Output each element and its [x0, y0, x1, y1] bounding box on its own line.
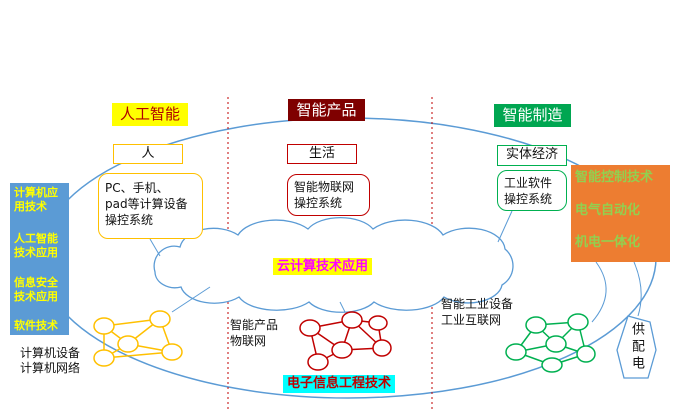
- power-supply-label: 供配电: [629, 322, 644, 373]
- network-product-node: [299, 319, 321, 337]
- network-label-product: 物联网: [230, 334, 267, 348]
- network-label-ai: 计算机设备: [20, 346, 81, 360]
- network-ai-edge: [103, 351, 173, 359]
- network-manufacturing-node: [541, 357, 563, 373]
- network-product-node: [368, 315, 388, 331]
- network-label-manufacturing: 工业互联网: [441, 313, 502, 327]
- system-ai-line: 操控系统: [105, 213, 154, 227]
- network-product-node: [341, 311, 363, 329]
- connector-system-manufacturing-cloud: [497, 210, 513, 243]
- right-major-item: 智能控制技术: [575, 170, 654, 185]
- network-product-node: [372, 339, 392, 357]
- network-manufacturing-node: [567, 313, 589, 331]
- network-product: [299, 311, 392, 371]
- left-major-item: 计算机应用技术: [14, 186, 58, 213]
- cloud-label: 云计算技术应用: [273, 258, 373, 275]
- power-supply-shape: [616, 315, 657, 379]
- connector-ai-network-cloud: [171, 286, 211, 313]
- network-ai-node: [161, 343, 183, 361]
- connector-orange-power: [633, 261, 642, 317]
- connector-product-network-cloud: [339, 301, 346, 313]
- left-major-item: 人工智能技术应用: [14, 232, 58, 259]
- left-major-item: 信息安全技术应用: [14, 276, 58, 303]
- left-major-item: 软件技术: [14, 319, 58, 332]
- header-manufacturing: 智能制造: [494, 104, 571, 127]
- network-product-node: [307, 353, 329, 371]
- network-label-manufacturing: 智能工业设备: [441, 297, 514, 311]
- network-ai-node: [93, 317, 115, 335]
- network-ai-node: [149, 310, 171, 328]
- network-manufacturing-node: [525, 316, 547, 334]
- system-ai-line: pad等计算设备: [105, 197, 188, 211]
- left-majors-panel: 计算机应用技术 人工智能技术应用 信息安全技术应用 软件技术: [10, 183, 69, 335]
- network-manufacturing-node: [576, 345, 596, 363]
- system-ai: PC、手机、 pad等计算设备 操控系统: [98, 173, 203, 239]
- header-product: 智能产品: [288, 99, 365, 121]
- scene-ai: 人: [113, 144, 183, 164]
- scene-manufacturing: 实体经济: [497, 145, 567, 166]
- network-ai: [93, 310, 183, 367]
- connector-system-ai-cloud: [149, 238, 161, 257]
- scene-product: 生活: [287, 144, 357, 164]
- right-majors-panel: 智能控制技术 电气自动化 机电一体化: [571, 165, 670, 262]
- system-product: 智能物联网操控系统: [287, 174, 370, 216]
- system-manufacturing: 工业软件操控系统: [497, 170, 567, 211]
- network-label-ai: 计算机网络: [20, 361, 81, 375]
- network-manufacturing: [505, 313, 596, 373]
- header-ai: 人工智能: [112, 103, 188, 126]
- network-ai-node: [93, 349, 115, 367]
- connector-orange-network: [591, 261, 607, 323]
- bottom-major-label: 电子信息工程技术: [283, 375, 396, 393]
- network-manufacturing-node: [545, 335, 567, 353]
- network-product-node: [331, 341, 353, 359]
- right-major-item: 电气自动化: [575, 203, 641, 218]
- network-label-product: 智能产品: [230, 318, 279, 332]
- network-ai-node: [117, 335, 139, 353]
- right-major-item: 机电一体化: [575, 235, 641, 250]
- network-manufacturing-node: [505, 343, 527, 361]
- system-ai-line: PC、手机、: [105, 181, 169, 195]
